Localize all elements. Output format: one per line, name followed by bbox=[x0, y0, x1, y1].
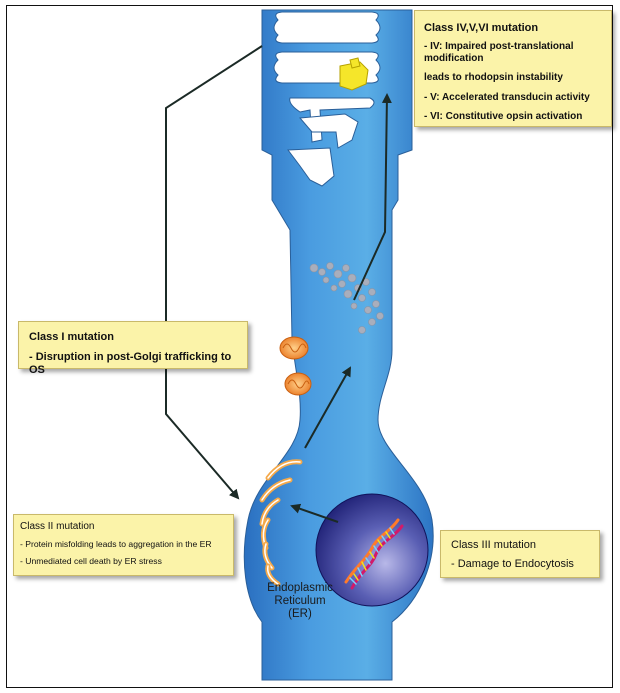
note-line: - Damage to Endocytosis bbox=[451, 558, 593, 571]
note-class-iv-v-vi: Class IV,V,VI mutation - IV: Impaired po… bbox=[414, 10, 612, 127]
note-title: Class III mutation bbox=[451, 539, 593, 551]
note-line: - Disruption in post-Golgi trafficking t… bbox=[29, 351, 239, 376]
note-title: Class IV,V,VI mutation bbox=[424, 22, 604, 34]
note-line: leads to rhodopsin instability bbox=[424, 72, 604, 84]
er-label: Endoplasmic Reticulum (ER) bbox=[240, 582, 360, 621]
note-class-i: Class I mutation - Disruption in post-Go… bbox=[18, 321, 248, 369]
note-class-ii: Class II mutation - Protein misfolding l… bbox=[13, 514, 234, 576]
note-title: Class II mutation bbox=[20, 521, 227, 532]
mitochondrion-upper bbox=[280, 337, 308, 359]
note-line: - VI: Constitutive opsin activation bbox=[424, 111, 604, 123]
note-line: - IV: Impaired post-translational modifi… bbox=[424, 41, 604, 64]
arrow-os-to-er bbox=[166, 46, 262, 498]
note-class-iii: Class III mutation - Damage to Endocytos… bbox=[440, 530, 600, 578]
mitochondrion-lower bbox=[285, 373, 311, 395]
note-line: - Protein misfolding leads to aggregatio… bbox=[20, 540, 227, 550]
note-line: - Unmediated cell death by ER stress bbox=[20, 557, 227, 567]
note-line: - V: Accelerated transducin activity bbox=[424, 92, 604, 104]
note-title: Class I mutation bbox=[29, 331, 239, 343]
er-label-line-2: (ER) bbox=[240, 608, 360, 621]
er-label-line-1: Endoplasmic Reticulum bbox=[240, 582, 360, 608]
